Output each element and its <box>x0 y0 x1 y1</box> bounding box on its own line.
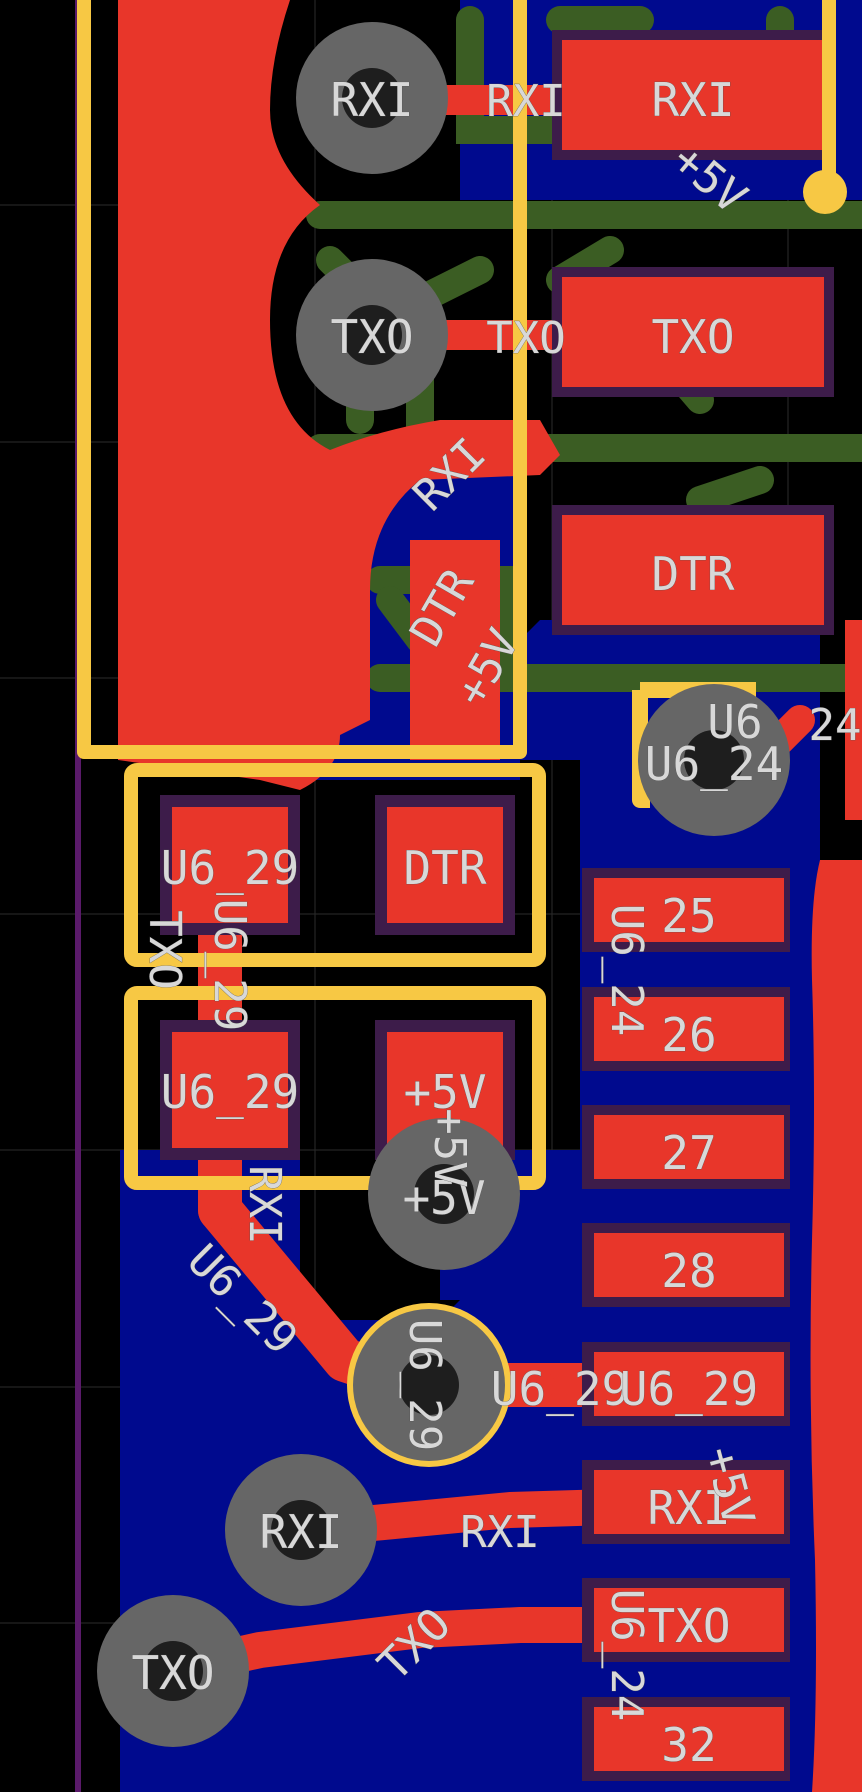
connector-pads <box>552 30 834 635</box>
ic-pad-label: 25 <box>661 889 716 943</box>
trace-label: TXO <box>486 313 565 364</box>
trace-label: RXI <box>486 76 565 127</box>
via-label: RXI <box>330 73 413 127</box>
trace-label: RXI <box>239 1165 290 1244</box>
top-copper-layer <box>118 0 862 1792</box>
resistor-pad-label: +5V <box>403 1065 486 1119</box>
trace-label: 24 <box>809 700 862 751</box>
trace-label: U6_29 <box>399 1319 450 1451</box>
ic-pad-label: TXO <box>647 1599 730 1653</box>
ic-pad-label: 28 <box>661 1244 716 1298</box>
ic-pads <box>582 868 790 1781</box>
ic-pad-label: 32 <box>661 1718 716 1772</box>
ic-pad-label: 27 <box>661 1126 716 1180</box>
ic-pad-label: RXI <box>647 1481 730 1535</box>
connector-pad-label: DTR <box>651 547 734 601</box>
via-label: TXO <box>131 1646 214 1700</box>
connector-pad-label: RXI <box>651 73 734 127</box>
trace-label: +5V <box>424 1108 475 1187</box>
resistor-pad-label: U6_29 <box>161 1065 299 1119</box>
trace-label: TXO <box>139 910 190 989</box>
resistor-pad-label: U6_29 <box>161 841 299 895</box>
via-label: TXO <box>330 310 413 364</box>
via-label: +5V <box>402 1171 485 1225</box>
connector-pad-label: TXO <box>651 310 734 364</box>
via-label: RXI <box>259 1505 342 1559</box>
pin1-marker <box>803 170 847 214</box>
via-label: U6_24 <box>645 737 783 791</box>
ic-pad-label: U6_29 <box>620 1362 758 1416</box>
trace-label: U6_24 <box>601 904 652 1036</box>
trace-label: RXI <box>460 1507 539 1558</box>
via-label: U6 <box>707 695 762 749</box>
vias <box>97 22 790 1747</box>
trace-label: U6_24 <box>601 1589 652 1721</box>
via-label: U6_29 <box>491 1362 629 1416</box>
resistor-pad-label: DTR <box>403 841 486 895</box>
ic-pad-label: 26 <box>661 1008 716 1062</box>
trace-label: U6_29 <box>204 899 255 1031</box>
